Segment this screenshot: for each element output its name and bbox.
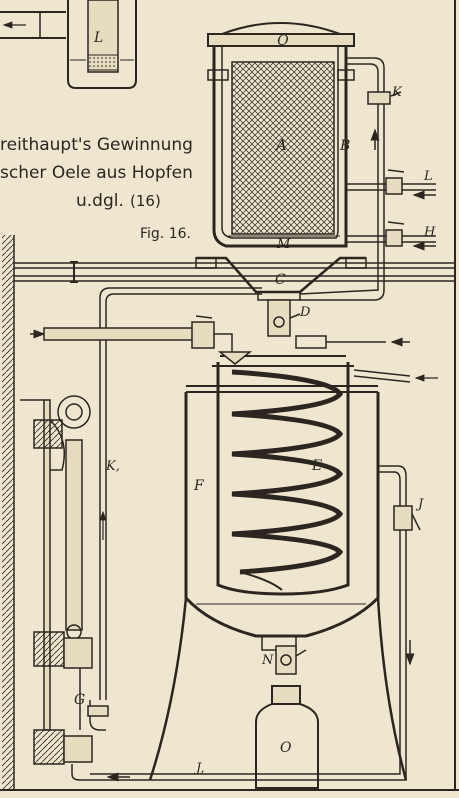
figure-label: Fig. 16. xyxy=(140,226,191,242)
label-D: D xyxy=(299,305,311,320)
label-A: A xyxy=(274,136,287,154)
receiver-bottle xyxy=(255,685,319,789)
inlet-H xyxy=(346,221,436,251)
caption-reference: (16) xyxy=(130,192,161,210)
label-K: K xyxy=(391,85,403,100)
label-J1: J, xyxy=(193,761,205,776)
valve-D xyxy=(99,287,410,700)
label-K1: K, xyxy=(105,459,120,474)
label-J: J xyxy=(415,497,424,512)
label-B: B xyxy=(339,138,350,154)
label-G: G xyxy=(74,692,85,708)
caption-line-1: reithaupt's Gewinnung xyxy=(0,135,193,155)
label-L: L xyxy=(423,169,433,184)
label-M: M xyxy=(276,237,291,252)
level-gauge xyxy=(20,395,109,781)
left-wall xyxy=(2,235,15,790)
label-E: E xyxy=(311,458,322,474)
pipe-K xyxy=(299,57,402,301)
condenser-stand xyxy=(148,597,408,781)
valve-N xyxy=(275,645,307,675)
cooling-inlet xyxy=(30,315,233,352)
condenser-vessel xyxy=(184,351,438,651)
label-F: F xyxy=(193,478,205,494)
support-beams xyxy=(14,261,455,283)
top-left-vessel xyxy=(0,0,137,89)
label-L-small: L xyxy=(93,30,103,46)
label-C: C xyxy=(275,272,286,288)
label-O: O xyxy=(280,740,292,756)
label-N: N xyxy=(261,653,274,668)
caption-line-3: u.dgl. xyxy=(76,191,124,211)
extractor-vessel xyxy=(195,22,367,301)
caption-line-2: scher Oele aus Hopfen xyxy=(0,163,193,183)
label-H: H xyxy=(423,225,436,240)
pipe-J xyxy=(90,465,421,782)
label-Q: Q xyxy=(277,33,289,49)
inlet-L xyxy=(346,169,436,200)
cooling-coil xyxy=(231,369,344,575)
